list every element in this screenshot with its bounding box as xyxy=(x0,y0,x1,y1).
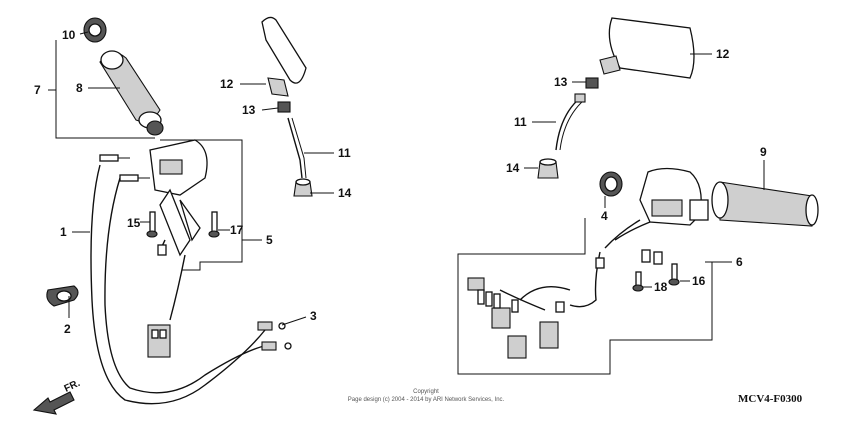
right-switch-housing xyxy=(639,167,709,226)
right-mirror-stem xyxy=(555,97,581,151)
callout-2: 2 xyxy=(64,322,71,336)
left-mirror xyxy=(261,16,307,97)
right-grip xyxy=(711,181,819,227)
callout-18: 18 xyxy=(654,280,668,294)
direction-arrow xyxy=(32,391,75,415)
callout-14-right: 14 xyxy=(506,161,520,175)
direction-label: FR. xyxy=(63,378,82,395)
callout-5: 5 xyxy=(266,233,273,247)
right-nut-13 xyxy=(585,77,599,89)
callout-8: 8 xyxy=(76,81,83,95)
grip-end-cap xyxy=(83,17,107,43)
leader-lines xyxy=(48,31,765,326)
left-mirror-stem xyxy=(287,117,303,179)
cable-adjusters-3 xyxy=(257,321,292,351)
callout-15: 15 xyxy=(127,216,141,230)
bracket-5 xyxy=(160,139,243,271)
screw-18 xyxy=(632,271,644,292)
callout-3: 3 xyxy=(310,309,317,323)
copyright-line-2: Page design (c) 2004 - 2014 by ARI Netwo… xyxy=(348,397,505,403)
callout-12-left: 12 xyxy=(220,77,234,91)
callout-10: 10 xyxy=(62,28,76,42)
callout-16: 16 xyxy=(692,274,706,288)
right-adapter-14 xyxy=(537,158,559,179)
callout-13-left: 13 xyxy=(242,103,256,117)
callout-9: 9 xyxy=(760,145,767,159)
callout-17: 17 xyxy=(230,223,244,237)
callout-11-left: 11 xyxy=(338,146,351,160)
callout-7: 7 xyxy=(34,83,41,97)
callout-1: 1 xyxy=(60,225,67,239)
callout-4: 4 xyxy=(601,209,608,223)
callout-6: 6 xyxy=(736,255,743,269)
callout-12-right: 12 xyxy=(716,47,730,61)
cable-clamp-2 xyxy=(46,285,79,307)
screw-16 xyxy=(668,263,680,286)
callout-11-right: 11 xyxy=(514,115,527,129)
left-switch-housing xyxy=(149,139,208,257)
right-connectors xyxy=(467,277,565,359)
callout-13-right: 13 xyxy=(554,75,568,89)
copyright-line-1: Copyright xyxy=(413,389,439,395)
right-mirror xyxy=(599,17,695,79)
throttle-cable-b xyxy=(104,177,269,394)
left-adapter-14 xyxy=(293,178,313,197)
drawing-code: MCV4-F0300 xyxy=(738,393,803,405)
bracket-7 xyxy=(55,40,155,139)
screw-15 xyxy=(146,211,158,238)
callout-14-left: 14 xyxy=(338,186,352,200)
collar-4 xyxy=(599,171,623,197)
left-nut-13 xyxy=(277,101,291,113)
left-connector xyxy=(147,324,171,358)
screw-17 xyxy=(208,211,220,238)
left-grip xyxy=(99,50,164,136)
bracket-6 xyxy=(457,218,713,375)
left-harness-wire xyxy=(169,254,186,321)
throttle-cable-a xyxy=(90,164,266,405)
